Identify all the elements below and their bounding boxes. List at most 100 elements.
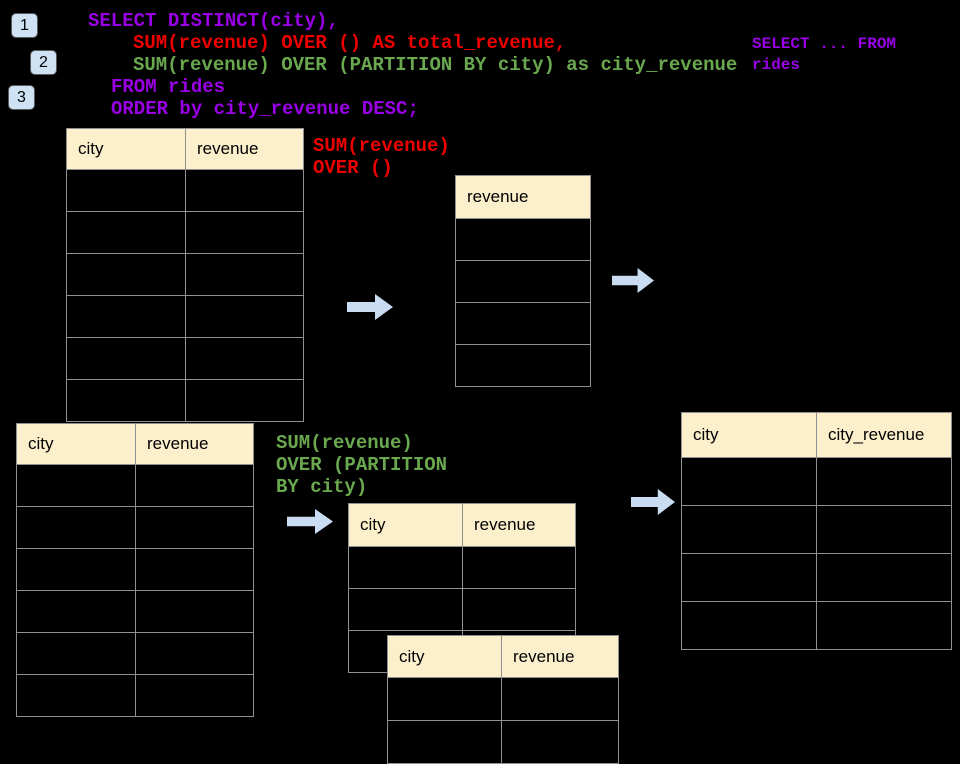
empty-cell xyxy=(349,547,463,588)
empty-cell xyxy=(817,554,951,601)
empty-table-row xyxy=(349,589,575,631)
empty-cell xyxy=(456,345,590,386)
flow-arrow-4-icon xyxy=(631,489,675,515)
table-header-row: revenue xyxy=(456,176,590,219)
empty-table-row xyxy=(682,506,951,554)
column-header-city: city xyxy=(67,129,186,169)
empty-cell xyxy=(186,212,303,253)
sql-line-select: SELECT DISTINCT(city), xyxy=(88,10,339,32)
empty-table-row xyxy=(388,721,618,763)
empty-cell xyxy=(17,549,136,590)
empty-cell xyxy=(502,678,618,720)
table-header-row: city revenue xyxy=(67,129,303,170)
annotation-sum-over-partition: SUM(revenue) OVER (PARTITION BY city) xyxy=(276,432,448,498)
column-header-city_revenue: city_revenue xyxy=(828,425,925,444)
empty-cell xyxy=(682,602,817,649)
column-header-revenue: revenue xyxy=(147,434,209,453)
empty-cell xyxy=(136,465,253,506)
empty-table-row xyxy=(388,678,618,721)
table-header-row: city city_revenue xyxy=(682,413,951,458)
side-snippet-select-from-rides: SELECT ... FROM rides xyxy=(752,35,897,74)
table-header-row: city revenue xyxy=(17,424,253,465)
column-header-revenue: revenue xyxy=(197,139,259,158)
table-partition-step: city revenue xyxy=(348,503,576,673)
empty-cell xyxy=(388,721,502,763)
empty-cell xyxy=(817,602,951,649)
empty-cell xyxy=(502,721,618,763)
empty-cell xyxy=(17,633,136,674)
empty-table-row xyxy=(17,591,253,633)
flow-arrow-3-icon xyxy=(287,509,333,534)
empty-table-row xyxy=(67,254,303,296)
empty-table-row xyxy=(17,507,253,549)
empty-cell xyxy=(136,549,253,590)
empty-table-row xyxy=(456,261,590,303)
empty-cell xyxy=(17,591,136,632)
empty-cell xyxy=(456,303,590,344)
empty-cell xyxy=(67,380,186,421)
empty-cell xyxy=(388,678,502,720)
empty-table-row xyxy=(456,219,590,261)
empty-table-row xyxy=(682,458,951,506)
column-header-city: city xyxy=(349,504,463,546)
empty-table-row xyxy=(456,345,590,386)
empty-cell xyxy=(67,212,186,253)
sql-line-city-revenue: SUM(revenue) OVER (PARTITION BY city) as… xyxy=(133,54,738,76)
empty-cell xyxy=(67,338,186,379)
empty-cell xyxy=(67,170,186,211)
flow-arrow-2-icon xyxy=(612,268,654,293)
empty-cell xyxy=(817,506,951,553)
column-header-city: city xyxy=(17,424,136,464)
empty-table-row xyxy=(17,675,253,716)
column-header-revenue: revenue xyxy=(474,515,536,534)
empty-table-row xyxy=(17,465,253,507)
table-header-row: city revenue xyxy=(349,504,575,547)
empty-table-row xyxy=(67,338,303,380)
empty-cell xyxy=(186,296,303,337)
sql-line-from: FROM rides xyxy=(111,76,226,98)
empty-cell xyxy=(682,506,817,553)
empty-cell xyxy=(456,219,590,260)
empty-table-row xyxy=(682,554,951,602)
empty-cell xyxy=(17,507,136,548)
annotation-sum-over-empty: SUM(revenue) OVER () xyxy=(313,135,450,179)
empty-cell xyxy=(17,465,136,506)
empty-cell xyxy=(456,261,590,302)
empty-cell xyxy=(67,296,186,337)
step-badge-1: 1 xyxy=(11,13,38,38)
empty-table-row xyxy=(456,303,590,345)
sql-line-order-by: ORDER by city_revenue DESC; xyxy=(111,98,419,120)
empty-table-row xyxy=(349,547,575,589)
empty-table-row xyxy=(67,296,303,338)
empty-table-row xyxy=(17,633,253,675)
empty-cell xyxy=(186,338,303,379)
column-header-city: city xyxy=(388,636,502,677)
sql-line-total-revenue: SUM(revenue) OVER () AS total_revenue, xyxy=(133,32,567,54)
empty-cell xyxy=(136,633,253,674)
empty-table-row xyxy=(682,602,951,649)
empty-cell xyxy=(136,591,253,632)
table-rides-source-top: city revenue xyxy=(66,128,304,422)
empty-cell xyxy=(463,547,575,588)
empty-cell xyxy=(17,675,136,716)
empty-cell xyxy=(817,458,951,505)
step-badge-2: 2 xyxy=(30,50,57,75)
step-badge-3: 3 xyxy=(8,85,35,110)
empty-cell xyxy=(186,170,303,211)
empty-cell xyxy=(136,675,253,716)
empty-cell xyxy=(682,458,817,505)
empty-table-row xyxy=(67,380,303,421)
slide-canvas: { "slide": { "badges": [ {"label": "1"},… xyxy=(8,10,952,764)
empty-cell xyxy=(186,380,303,421)
column-header-city: city xyxy=(682,413,817,457)
empty-cell xyxy=(463,589,575,630)
empty-cell xyxy=(67,254,186,295)
empty-cell xyxy=(682,554,817,601)
table-rides-source-bottom: city revenue xyxy=(16,423,254,717)
empty-cell xyxy=(349,589,463,630)
flow-arrow-1-icon xyxy=(347,294,393,320)
table-total-revenue-result: revenue xyxy=(455,175,591,387)
empty-table-row xyxy=(17,549,253,591)
